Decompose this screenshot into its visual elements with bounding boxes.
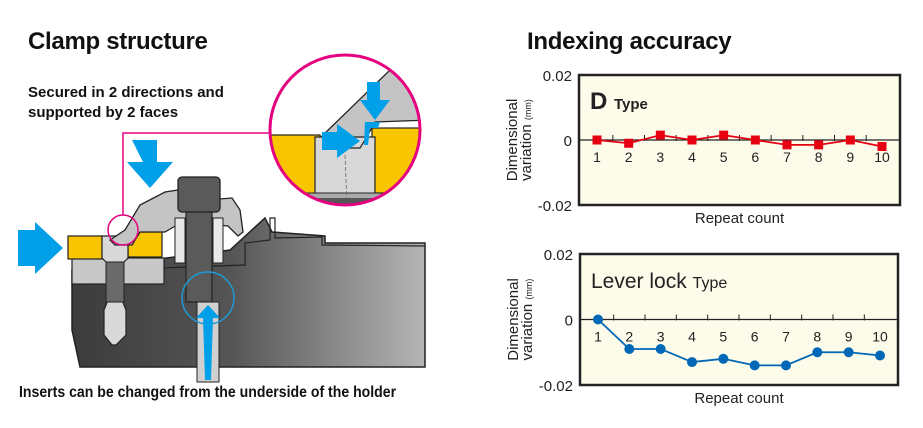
x-tick-label: 2: [625, 329, 633, 345]
data-point: [845, 135, 855, 145]
data-point: [781, 360, 791, 371]
x-tick-label: 8: [813, 329, 821, 345]
x-tick-label: 9: [845, 329, 853, 345]
x-tick-label: 4: [688, 329, 696, 345]
data-point: [750, 135, 760, 145]
y-axis-label: Dimensional: [504, 99, 521, 182]
y-tick-label: 0: [565, 313, 573, 330]
data-point: [749, 360, 760, 371]
arrow-right-icon: [18, 222, 63, 274]
series-line: [596, 134, 883, 148]
x-tick-label: 4: [688, 149, 696, 165]
series-line: [597, 318, 881, 367]
x-tick-label: 6: [751, 149, 759, 165]
data-point: [812, 347, 823, 358]
data-point: [875, 350, 885, 361]
data-point: [843, 347, 854, 358]
data-point: [782, 140, 792, 150]
magnified-arrow-right-icon: [322, 124, 360, 158]
x-axis-label: Repeat count: [694, 390, 784, 407]
data-point: [687, 357, 697, 368]
data-point: [719, 130, 729, 140]
data-point: [687, 135, 697, 145]
x-tick-label: 3: [656, 149, 664, 165]
y-tick-label: -0.02: [539, 378, 573, 395]
y-tick-label: 0.02: [543, 68, 572, 85]
data-point: [877, 142, 887, 151]
magnified-arrow-down-icon: [360, 82, 390, 120]
y-tick-label: 0.02: [544, 247, 573, 264]
arrow-up-icon: [196, 305, 220, 380]
chart-title: D Type: [590, 88, 648, 115]
data-point: [655, 130, 665, 140]
x-tick-label: 7: [783, 149, 791, 165]
x-tick-label: 6: [751, 329, 759, 345]
clamp-structure-title: Clamp structure: [28, 28, 208, 55]
x-tick-label: 7: [782, 329, 790, 345]
x-tick-label: 8: [815, 149, 823, 165]
arrow-down-icon: [127, 140, 173, 188]
indexing-accuracy-title: Indexing accuracy: [527, 28, 732, 55]
data-point: [593, 314, 603, 325]
spring-right: [212, 217, 224, 264]
clamp-subtitle-line2: supported by 2 faces: [28, 104, 179, 121]
chart-title: Lever lock Type: [591, 270, 727, 293]
data-point: [592, 135, 602, 145]
data-point: [624, 343, 635, 354]
x-tick-label: 5: [719, 329, 727, 345]
y-tick-label: 0: [564, 133, 572, 150]
magnify-circle: [268, 53, 422, 207]
data-point: [718, 353, 729, 364]
x-tick-label: 3: [657, 329, 665, 345]
x-tick-label: 1: [593, 149, 601, 165]
data-point: [624, 138, 634, 148]
x-tick-label: 5: [720, 149, 728, 165]
spring-left: [174, 217, 186, 264]
y-axis-label: Dimensional: [505, 278, 522, 361]
y-axis-label-line2: variation (mm): [519, 279, 536, 361]
data-point: [655, 343, 666, 354]
y-tick-label: -0.02: [538, 198, 572, 215]
clamp-caption: Inserts can be changed from the undersid…: [19, 384, 397, 401]
x-tick-label: 10: [874, 149, 890, 165]
x-tick-label: 1: [594, 329, 602, 345]
x-tick-label: 10: [872, 329, 888, 345]
x-tick-label: 2: [625, 149, 633, 165]
data-point: [814, 140, 824, 150]
y-axis-label-line2: variation (mm): [518, 99, 535, 181]
x-tick-label: 9: [846, 149, 854, 165]
clamp-screw-shank: [185, 211, 213, 303]
clamp-subtitle: Secured in 2 directions and supported by…: [28, 83, 224, 123]
x-axis-label: Repeat count: [695, 210, 785, 227]
clamp-subtitle-line1: Secured in 2 directions and: [28, 84, 224, 101]
